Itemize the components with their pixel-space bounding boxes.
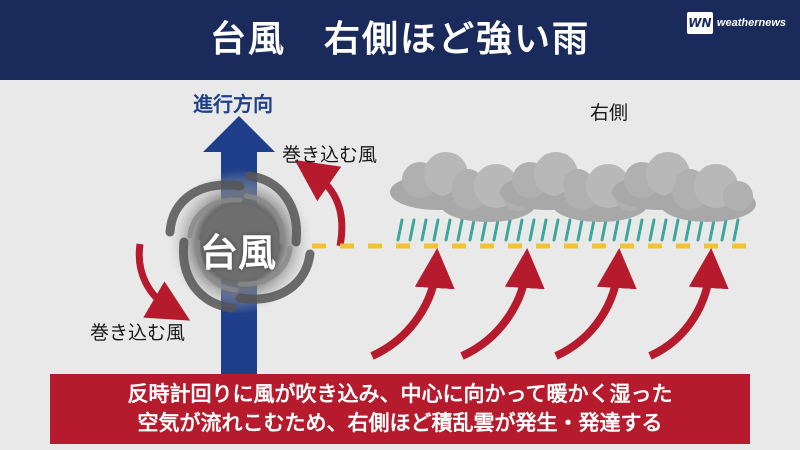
weathernews-logo: WN weathernews [686,8,786,38]
cumulonimbus-clouds [390,152,756,222]
caption-line-1: 反時計回りに風が吹き込み、中心に向かって暖かく湿った [127,382,673,406]
typhoon-label: 台風 [200,231,277,275]
rain-streaks [396,218,740,242]
logo-mark-icon: WN [686,12,713,34]
moist-air-arrows [370,248,729,360]
explanation-caption: 反時計回りに風が吹き込み、中心に向かって暖かく湿った 空気が流れこむため、右側ほ… [50,374,750,444]
logo-text: weathernews [716,17,786,29]
wind-label-top: 巻き込む風 [282,144,378,166]
direction-label: 進行方向 [193,92,273,116]
caption-line-2: 空気が流れこむため、右側ほど積乱雲が発生・発達する [137,411,663,435]
wind-arrow-top [294,160,346,247]
wind-label-bottom: 巻き込む風 [90,322,186,344]
typhoon-diagram [135,116,756,380]
header-bar: 台風 右側ほど強い雨 WN weathernews [0,0,800,80]
wind-arrow-bottom [135,243,191,321]
right-side-label: 右側 [590,102,629,124]
typhoon-swirl-icon [165,170,315,314]
page-title: 台風 右側ほど強い雨 [209,19,590,60]
